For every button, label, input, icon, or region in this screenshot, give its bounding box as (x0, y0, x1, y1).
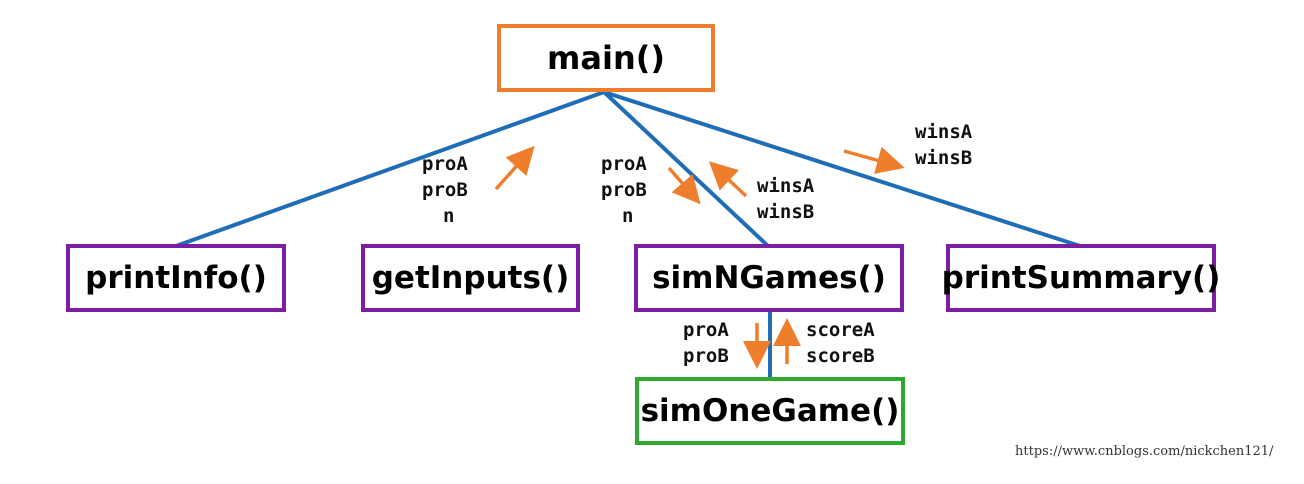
node-sim-n-games: simNGames() (634, 244, 904, 312)
arrow-sim-n-games-returns-up (708, 161, 748, 198)
label-line: n (443, 205, 455, 227)
label-line: winsA (915, 121, 973, 143)
label-line: proB (683, 345, 729, 367)
label-sim-one-game-params: proA proB (683, 317, 729, 369)
label-line: n (622, 205, 634, 227)
arrow-print-summary-params (843, 146, 905, 174)
watermark-url: https://www.cnblogs.com/nickchen121/ (1015, 444, 1274, 459)
label-line: winsA (757, 175, 815, 197)
node-sim-one-game: simOneGame() (635, 377, 905, 445)
node-get-inputs: getInputs() (361, 244, 580, 312)
label-sim-n-games-returns: winsA winsB (757, 173, 814, 225)
label-line: scoreA (806, 319, 875, 341)
arrow-sim-n-games-params-down (667, 166, 701, 205)
arrow-get-inputs-up (494, 145, 535, 191)
label-print-summary-params: winsA winsB (915, 119, 972, 171)
node-print-summary: printSummary() (942, 244, 1220, 312)
label-line: scoreB (806, 345, 875, 367)
label-line: proB (422, 179, 468, 201)
edge-main-print-summary (603, 90, 1081, 248)
label-sim-one-game-returns: scoreA scoreB (806, 317, 875, 369)
label-get-inputs-returns: proA proB n (422, 151, 468, 229)
edge-main-sim-n-games (602, 90, 770, 248)
label-sim-n-games-params: proA proB n (601, 151, 647, 229)
label-line: winsB (757, 201, 815, 223)
label-line: proA (601, 153, 647, 175)
node-print-info: printInfo() (66, 244, 286, 312)
label-line: proB (601, 179, 647, 201)
label-line: proA (683, 319, 729, 341)
label-line: winsB (915, 147, 973, 169)
edge-main-print-info (175, 90, 605, 248)
label-line: proA (422, 153, 468, 175)
node-main: main() (497, 24, 715, 92)
